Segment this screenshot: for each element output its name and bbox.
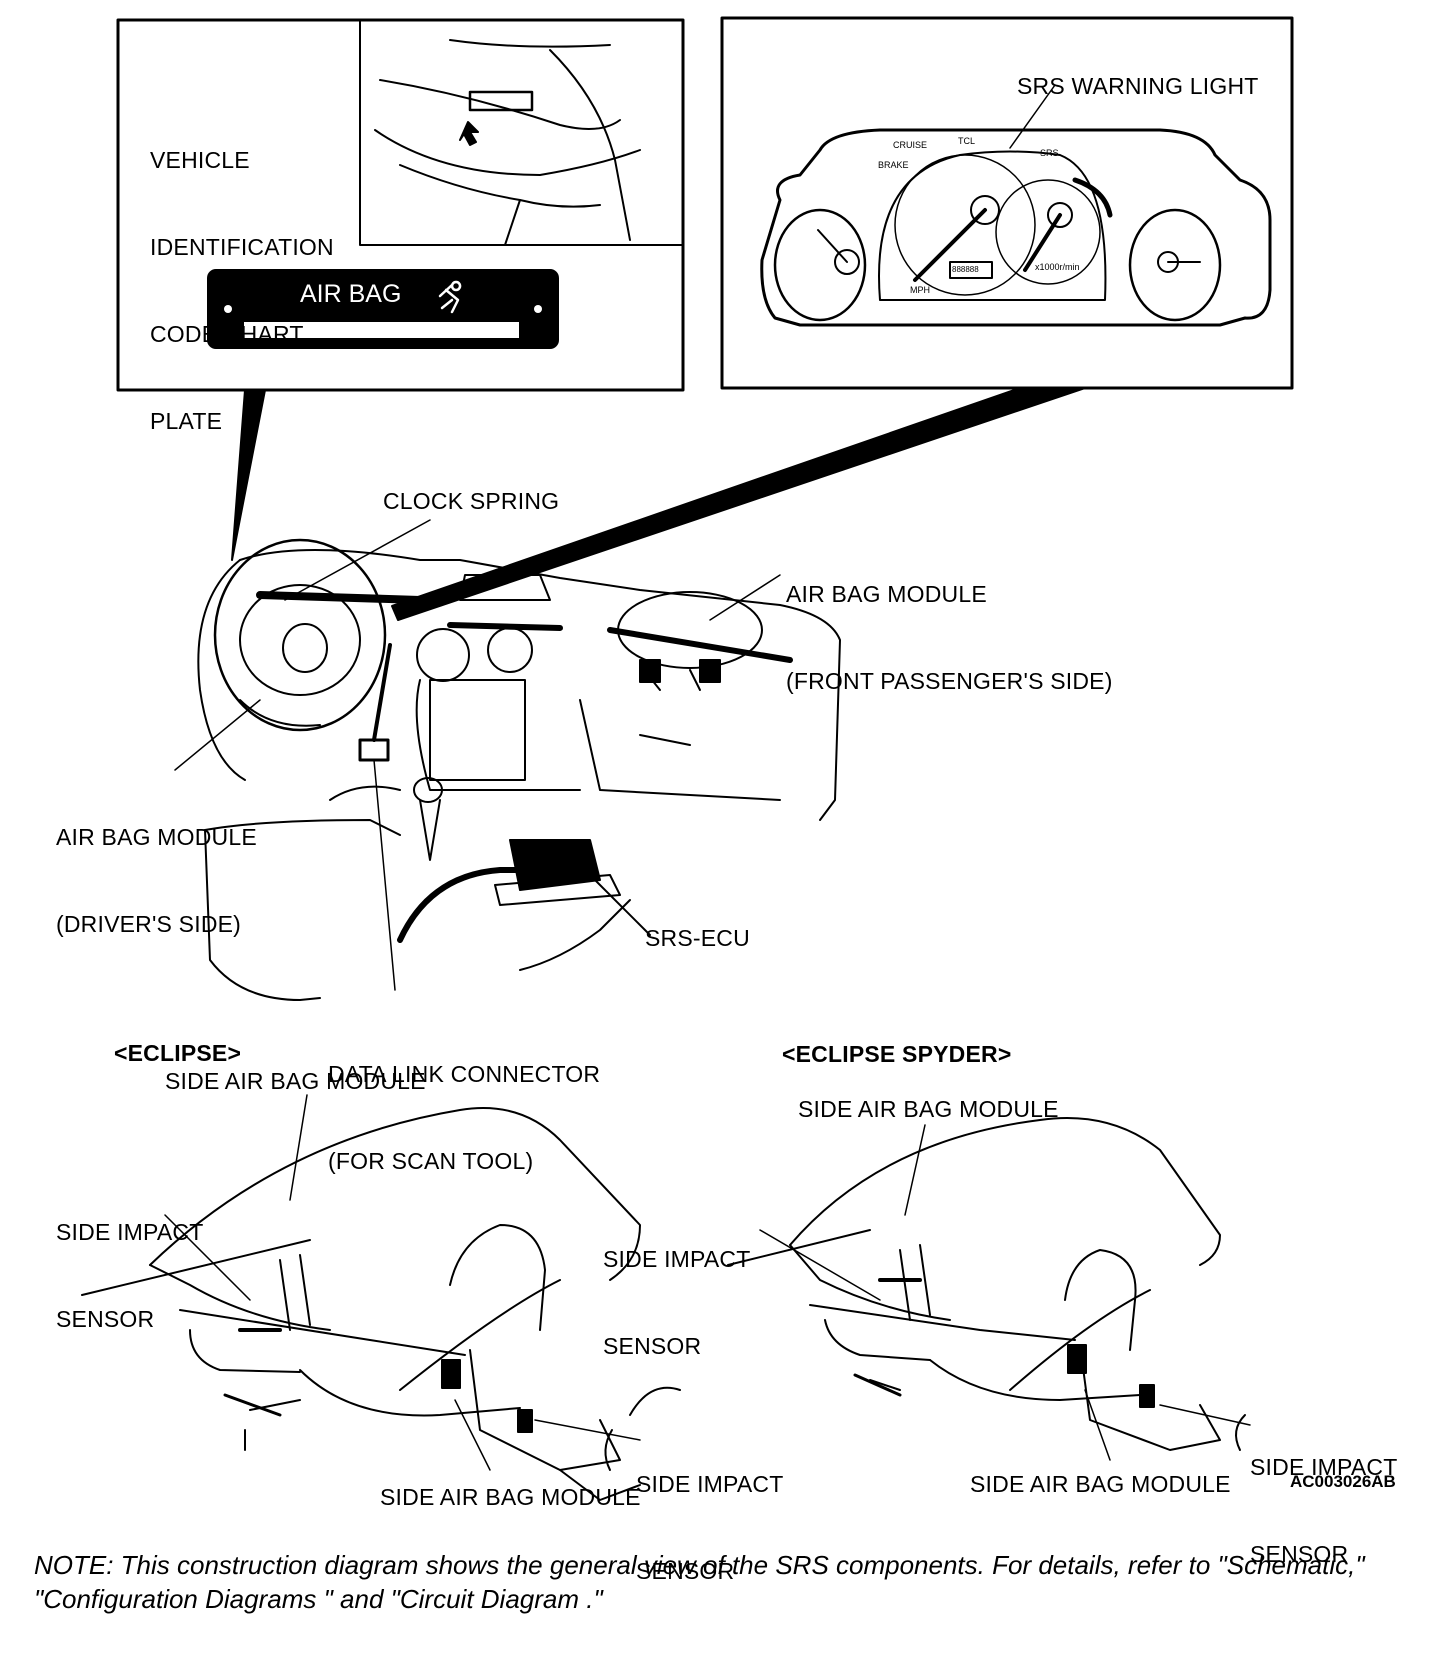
airbag-passenger-label: AIR BAG MODULE (FRONT PASSENGER'S SIDE) [786,581,1113,694]
srs-ecu-label: SRS-ECU [645,925,750,951]
eclipse-spyder-header: <ECLIPSE SPYDER> [782,1041,1012,1067]
figure-code: AC003026AB [1290,1472,1396,1491]
cluster-unit-rpm: x1000r/min [1035,262,1080,272]
spyder-side-airbag-bottom-label: SIDE AIR BAG MODULE [970,1471,1231,1497]
spyder-side-airbag-top-label: SIDE AIR BAG MODULE [798,1096,1059,1122]
cluster-warning-brake: BRAKE [878,160,909,170]
eclipse-header: <ECLIPSE> [114,1040,242,1066]
eclipse-side-impact-right-label: SIDE IMPACT SENSOR [636,1471,784,1584]
cluster-warning-tcl: TCL [958,136,976,146]
airbag-driver-label: AIR BAG MODULE (DRIVER'S SIDE) [56,824,257,937]
vin-plate-inset [116,18,685,561]
cluster-odometer: 888888 [952,265,979,274]
spyder-side-impact-left-label: SIDE IMPACT SENSOR [603,1246,751,1359]
dashboard-drawing [174,519,841,1001]
eclipse-side-airbag-top-label: SIDE AIR BAG MODULE [165,1068,426,1094]
instrument-cluster-inset [391,16,1294,621]
srs-warning-light-label: SRS WARNING LIGHT [1017,73,1259,99]
data-link-connector-label: DATA LINK CONNECTOR (FOR SCAN TOOL) [328,1061,601,1174]
plate-airbag-text: AIR BAG [300,280,402,308]
eclipse-drawing [81,1094,681,1501]
cluster-warning-srs: SRS [1040,148,1059,158]
cluster-unit-mph: MPH [910,285,930,295]
cluster-warning-cruise: CRUISE [893,140,928,150]
clock-spring-label: CLOCK SPRING [383,488,560,514]
eclipse-side-impact-left-label: SIDE IMPACT SENSOR [56,1219,204,1332]
note-text: NOTE: This construction diagram shows th… [34,1550,1365,1614]
eclipse-side-airbag-bottom-label: SIDE AIR BAG MODULE [380,1484,641,1510]
vehicle-plate-label: VEHICLE IDENTIFICATION CODE CHART PLATE [150,147,334,434]
eclipse-spyder-drawing [727,1117,1251,1461]
spyder-side-impact-right-label: SIDE IMPACT SENSOR [1250,1454,1398,1567]
